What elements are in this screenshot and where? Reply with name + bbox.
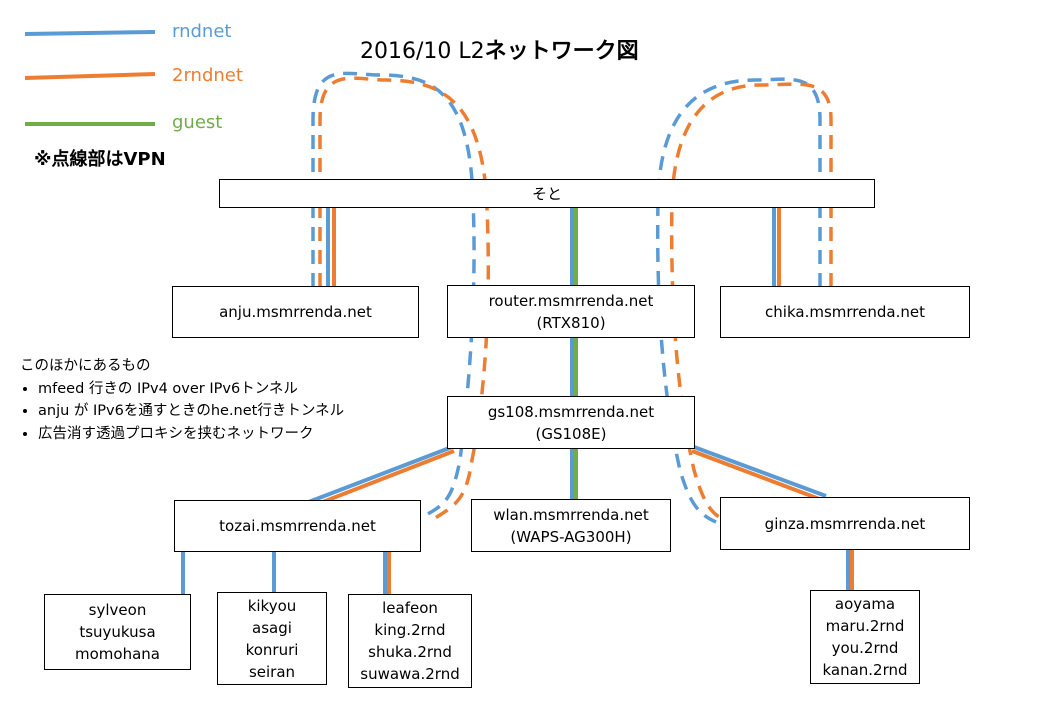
node-ginza-line: ginza.msmrrenda.net [764, 514, 926, 533]
node-ginza: ginza.msmrrenda.net [720, 497, 970, 550]
legend-line-rndnet [24, 30, 156, 36]
host-name: asagi [252, 618, 292, 637]
title-suffix: ネットワーク図 [484, 39, 639, 64]
host-name: aoyama [834, 595, 896, 613]
node-anju-line: anju.msmrrenda.net [219, 303, 372, 321]
other-networks-list: mfeed 行きの IPv4 over IPv6トンネル anju が IPv6… [20, 378, 344, 446]
node-router-line-2: (RTX810) [536, 313, 606, 332]
host-name: kanan.2rnd [822, 661, 908, 679]
vpn-loop-chika-rndnet [655, 77, 822, 524]
host-group-2: kikyou asagi konruri seiran [217, 592, 327, 685]
legend-label-2rndnet: 2rndnet [172, 65, 243, 86]
title-prefix: 2016/10 L2 [360, 39, 485, 64]
host-name: you.2rnd [831, 639, 899, 657]
host-group-4: aoyama maru.2rnd you.2rnd kanan.2rnd [810, 590, 920, 684]
other-networks: このほかにあるもの mfeed 行きの IPv4 over IPv6トンネル a… [20, 355, 344, 445]
link-gs108-ginza-2rndnet [691, 449, 823, 502]
vpn-note: ※点線部はVPN [34, 149, 166, 170]
host-name: suwawa.2rnd [360, 665, 460, 683]
node-router: router.msmrrenda.net (RTX810) [447, 285, 695, 338]
node-wlan: wlan.msmrrenda.net (WAPS-AG300H) [471, 499, 671, 552]
node-tozai: tozai.msmrrenda.net [174, 500, 421, 552]
vpn-loop-anju-2rndnet [318, 76, 491, 522]
host-name: leafeon [382, 599, 438, 617]
other-networks-item: 広告消す透過プロキシを挟むネットワーク [38, 423, 344, 446]
legend-label-rndnet: rndnet [172, 21, 232, 42]
host-name: seiran [248, 662, 296, 681]
diagram-title: 2016/10 L2ネットワーク図 [360, 33, 639, 65]
other-networks-item: mfeed 行きの IPv4 over IPv6トンネル [38, 378, 344, 401]
node-chika-line: chika.msmrrenda.net [765, 303, 925, 321]
other-networks-item: anju が IPv6を通すときのhe.net行きトンネル [38, 400, 344, 423]
host-name: sylveon [88, 601, 147, 619]
host-name: kikyou [247, 596, 297, 615]
node-gs108-line-2: (GS108E) [535, 424, 607, 443]
link-gs108-tozai-2rndnet [309, 449, 455, 509]
node-gs108: gs108.msmrrenda.net (GS108E) [447, 396, 695, 449]
node-wlan-line-2: (WAPS-AG300H) [510, 527, 632, 546]
node-wlan-line-1: wlan.msmrrenda.net [493, 505, 649, 524]
node-soto: そと [219, 179, 875, 208]
host-name: maru.2rnd [825, 617, 905, 635]
host-name: konruri [245, 640, 299, 659]
link-gs108-tozai-rndnet [305, 445, 453, 505]
node-chika: chika.msmrrenda.net [720, 286, 970, 338]
host-name: momohana [75, 645, 160, 663]
host-group-3: leafeon king.2rnd shuka.2rnd suwawa.2rnd [348, 594, 472, 688]
legend-line-2rndnet [24, 72, 156, 80]
host-name: tsuyukusa [79, 623, 156, 641]
legend-label-guest: guest [172, 112, 223, 133]
host-group-1: sylveon tsuyukusa momohana [44, 594, 191, 670]
link-gs108-ginza-rndnet [693, 445, 827, 498]
host-name: shuka.2rnd [368, 643, 452, 661]
other-networks-heading: このほかにあるもの [20, 358, 151, 374]
node-router-line-1: router.msmrrenda.net [488, 291, 654, 310]
node-soto-line: そと [531, 184, 562, 203]
node-anju: anju.msmrrenda.net [172, 286, 419, 338]
node-gs108-line-1: gs108.msmrrenda.net [487, 402, 655, 421]
node-tozai-line: tozai.msmrrenda.net [219, 517, 376, 535]
host-name: king.2rnd [374, 621, 446, 639]
